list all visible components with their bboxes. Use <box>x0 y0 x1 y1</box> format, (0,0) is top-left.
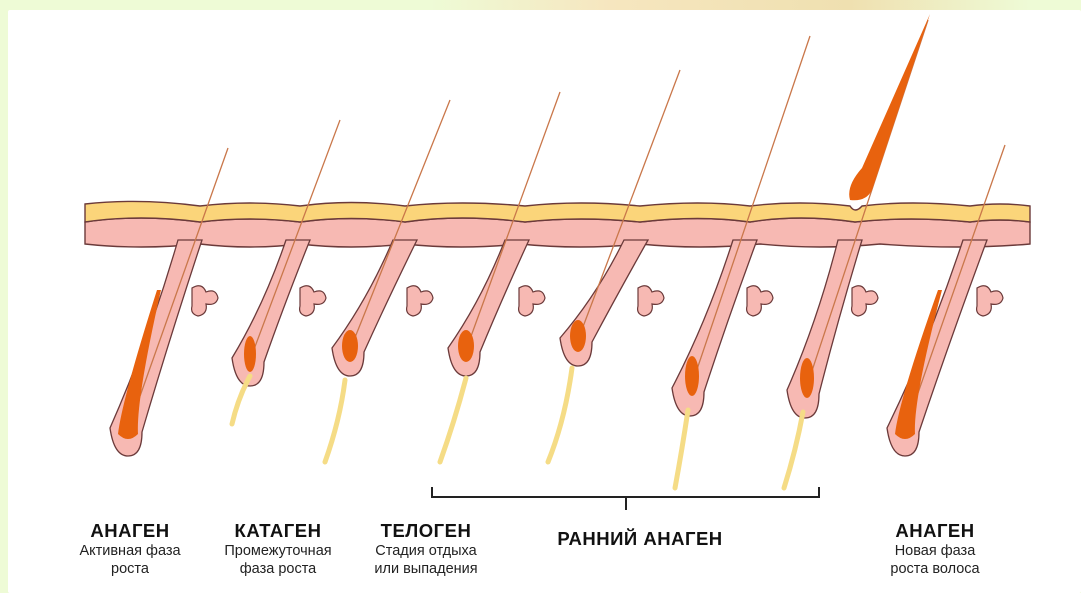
sebaceous-gland <box>852 286 878 316</box>
follicle-early-1 <box>440 92 560 462</box>
hair-bulb <box>685 356 699 396</box>
hair-shaft <box>128 148 228 430</box>
follicle-telogen <box>325 100 450 462</box>
bracket <box>432 487 819 510</box>
old-root-strand <box>440 378 466 462</box>
stage-telogen: ТЕЛОГЕН Стадия отдыха или выпадения <box>352 520 500 578</box>
stage-early-anagen-title: РАННИЙ АНАГЕН <box>530 528 750 550</box>
hair-bulb <box>800 358 814 398</box>
stage-new-anagen: АНАГЕН Новая фаза роста волоса <box>860 520 1010 578</box>
hair-follicle <box>232 240 310 386</box>
stage-anagen-desc-2: роста <box>60 560 200 578</box>
stage-anagen-title: АНАГЕН <box>60 520 200 542</box>
stage-new-anagen-desc-2: роста волоса <box>860 560 1010 578</box>
stage-telogen-title: ТЕЛОГЕН <box>352 520 500 542</box>
hair-follicle <box>787 240 862 418</box>
sebaceous-gland <box>519 286 545 316</box>
sebaceous-gland <box>407 286 433 316</box>
epidermis-layer <box>85 201 1030 222</box>
stage-anagen-desc-1: Активная фаза <box>60 542 200 560</box>
sebaceous-gland <box>300 286 326 316</box>
follicle-catagen <box>232 120 340 424</box>
follicle-new-anagen <box>887 145 1005 456</box>
hair-bulb <box>570 320 586 352</box>
stage-catagen-desc-1: Промежуточная <box>204 542 352 560</box>
old-root-strand <box>548 368 572 462</box>
stage-catagen-title: КАТАГЕН <box>204 520 352 542</box>
shed-hair <box>849 14 930 200</box>
hair-bulb <box>342 330 358 362</box>
dermis-layer <box>85 218 1030 247</box>
stage-anagen: АНАГЕН Активная фаза роста <box>60 520 200 578</box>
hair-bulb <box>244 336 256 372</box>
stage-early-anagen: РАННИЙ АНАГЕН <box>530 528 750 550</box>
stage-catagen: КАТАГЕН Промежуточная фаза роста <box>204 520 352 578</box>
follicle-anagen <box>110 148 228 456</box>
stage-new-anagen-desc-1: Новая фаза <box>860 542 1010 560</box>
hair-bulb <box>458 330 474 362</box>
stage-new-anagen-title: АНАГЕН <box>860 520 1010 542</box>
old-root-strand <box>325 380 345 462</box>
hair-shaft <box>905 145 1005 430</box>
follicle-early-3 <box>672 36 810 488</box>
sebaceous-gland <box>977 286 1003 316</box>
stage-telogen-desc-2: или выпадения <box>352 560 500 578</box>
sebaceous-gland <box>192 286 218 316</box>
hair-follicle <box>672 240 757 416</box>
stage-catagen-desc-2: фаза роста <box>204 560 352 578</box>
sebaceous-gland <box>747 286 773 316</box>
old-root-strand <box>232 376 250 424</box>
stage-telogen-desc-1: Стадия отдыха <box>352 542 500 560</box>
old-root-strand <box>784 412 803 488</box>
follicle-early-2 <box>548 70 680 462</box>
sebaceous-gland <box>638 286 664 316</box>
old-root-strand <box>675 410 688 488</box>
